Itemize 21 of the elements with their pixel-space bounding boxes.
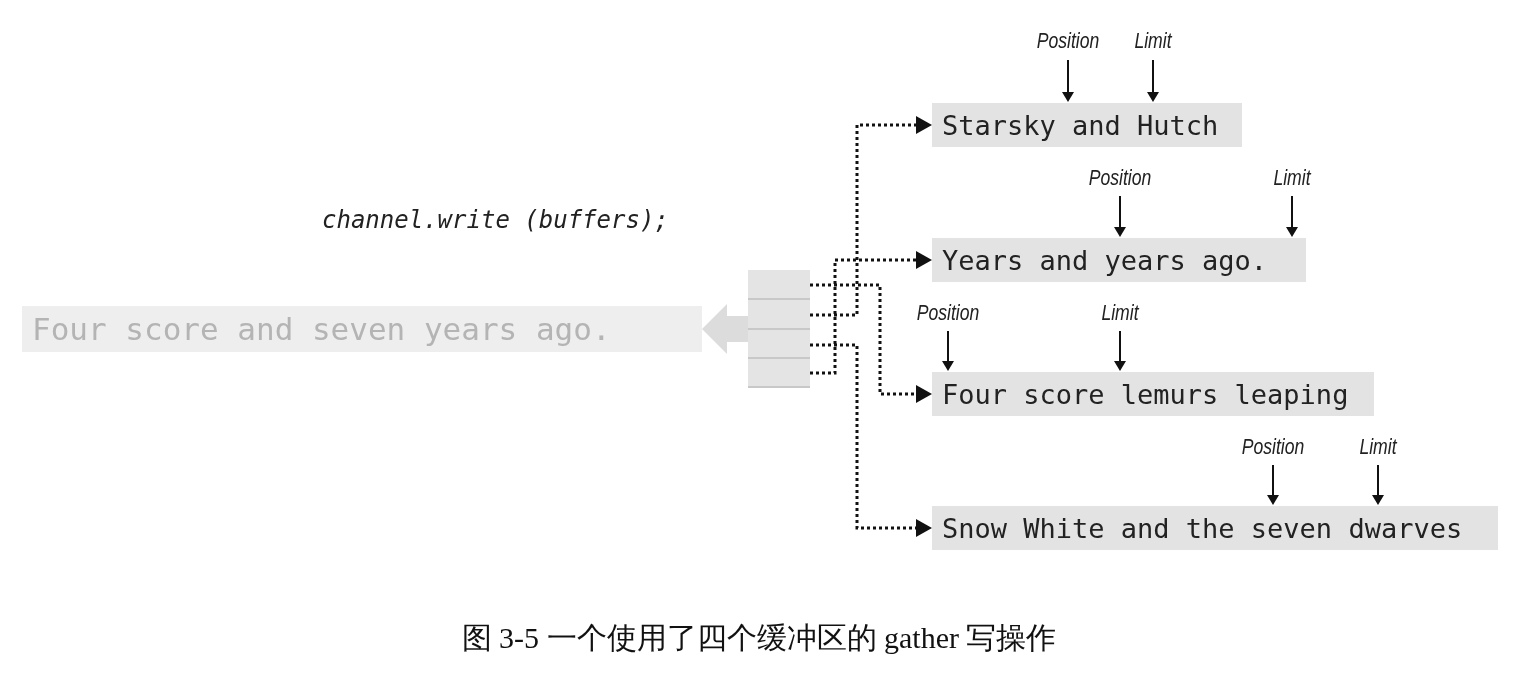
pointer-label: Limit <box>1273 165 1311 191</box>
pointer-label: Position <box>1088 165 1152 191</box>
pointer-label: Limit <box>1134 28 1172 54</box>
dotted-arrow <box>810 116 932 317</box>
buffer-stack <box>748 270 810 388</box>
pointer-label: Limit <box>1101 300 1139 326</box>
buffer-box: Years and years ago. <box>932 238 1306 282</box>
figure-caption: 图 3-5 一个使用了四个缓冲区的 gather 写操作 <box>461 620 1057 656</box>
dotted-arrow <box>810 283 932 403</box>
pointer-label: Position <box>1036 28 1100 54</box>
code-text: channel.write (buffers); <box>322 206 669 234</box>
block-arrow <box>702 304 748 354</box>
pointer-label: Position <box>1241 434 1305 460</box>
pointer-label: Position <box>916 300 980 326</box>
pointer-label: Limit <box>1359 434 1397 460</box>
text-strip: Four score and seven years ago. <box>22 306 702 352</box>
buffer-box: Snow White and the seven dwarves <box>932 506 1498 550</box>
buffer-box: Starsky and Hutch <box>932 103 1242 147</box>
buffer-box: Four score lemurs leaping <box>932 372 1374 416</box>
dotted-arrow <box>810 251 932 375</box>
dotted-arrow <box>810 343 932 537</box>
